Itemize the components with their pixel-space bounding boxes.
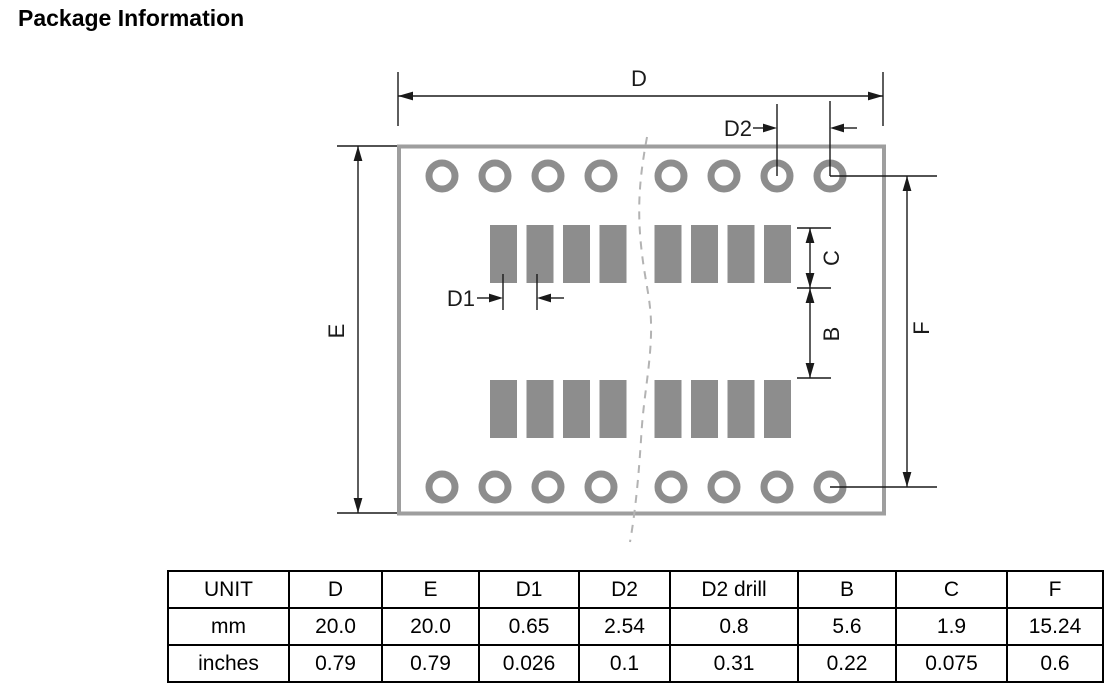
table-row-inches: inches 0.79 0.79 0.026 0.1 0.31 0.22 0.0… bbox=[167, 644, 1104, 683]
smd-pad bbox=[563, 225, 590, 283]
smd-pad bbox=[654, 225, 682, 283]
smd-pad bbox=[526, 225, 554, 283]
smd-pad bbox=[599, 380, 627, 438]
via-hole bbox=[531, 159, 565, 193]
dimension-d2 bbox=[753, 101, 857, 176]
table-header-cell: D2 drill bbox=[669, 570, 799, 609]
smd-pad bbox=[654, 380, 682, 438]
smd-pad bbox=[727, 225, 755, 283]
smd-pad bbox=[764, 225, 791, 283]
table-cell: 20.0 bbox=[288, 607, 383, 646]
smd-pad bbox=[490, 225, 517, 283]
table-cell: 0.22 bbox=[797, 644, 897, 683]
dimension-f-label: F bbox=[909, 321, 934, 334]
smd-pad bbox=[526, 380, 554, 438]
table-header-cell: D1 bbox=[478, 570, 580, 609]
smd-pad bbox=[691, 225, 718, 283]
via-hole bbox=[654, 159, 688, 193]
via-hole bbox=[654, 470, 688, 504]
smd-pad bbox=[764, 380, 791, 438]
via-hole bbox=[760, 470, 794, 504]
smd-pad bbox=[727, 380, 755, 438]
via-holes-top bbox=[425, 159, 847, 193]
table-cell: 0.1 bbox=[578, 644, 671, 683]
dimension-d1-label: D1 bbox=[447, 286, 475, 311]
table-cell: 1.9 bbox=[895, 607, 1008, 646]
dimension-e bbox=[337, 145, 397, 514]
smd-pad bbox=[563, 380, 590, 438]
via-hole bbox=[425, 159, 459, 193]
table-cell: 2.54 bbox=[578, 607, 671, 646]
dimension-e-label: E bbox=[324, 324, 349, 339]
break-line bbox=[629, 136, 653, 543]
package-drawing: D E F D2 D1 bbox=[324, 66, 937, 543]
dimension-b-label: B bbox=[819, 327, 844, 342]
dimension-b bbox=[797, 288, 831, 379]
table-header-cell: C bbox=[895, 570, 1008, 609]
table-cell: 0.6 bbox=[1006, 644, 1104, 683]
table-header-cell: B bbox=[797, 570, 897, 609]
table-cell: 5.6 bbox=[797, 607, 897, 646]
dimension-c bbox=[797, 227, 831, 289]
dimension-d2-label: D2 bbox=[724, 116, 752, 141]
smd-pad bbox=[599, 225, 627, 283]
via-hole bbox=[478, 470, 512, 504]
table-cell: mm bbox=[167, 607, 290, 646]
smd-pad bbox=[691, 380, 718, 438]
table-header-cell: E bbox=[381, 570, 480, 609]
table-header-row: UNIT D E D1 D2 D2 drill B C F bbox=[167, 570, 1104, 609]
via-hole bbox=[478, 159, 512, 193]
via-hole bbox=[531, 470, 565, 504]
dimension-d-label: D bbox=[631, 66, 647, 91]
table-header-cell: D2 bbox=[578, 570, 671, 609]
smd-pad bbox=[490, 380, 517, 438]
table-row-mm: mm 20.0 20.0 0.65 2.54 0.8 5.6 1.9 15.24 bbox=[167, 607, 1104, 646]
table-cell: 0.79 bbox=[288, 644, 383, 683]
via-holes-bottom bbox=[425, 470, 847, 504]
dimension-f bbox=[830, 175, 937, 488]
via-hole bbox=[584, 470, 618, 504]
table-cell: 0.8 bbox=[669, 607, 799, 646]
smd-pads-lower bbox=[490, 380, 791, 438]
table-cell: 15.24 bbox=[1006, 607, 1104, 646]
table-header-cell: F bbox=[1006, 570, 1104, 609]
table-cell: 0.79 bbox=[381, 644, 480, 683]
dimension-d bbox=[397, 72, 884, 126]
table-cell: 0.31 bbox=[669, 644, 799, 683]
smd-pads-upper bbox=[490, 225, 791, 283]
table-cell: 0.026 bbox=[478, 644, 580, 683]
via-hole bbox=[425, 470, 459, 504]
table-cell: 20.0 bbox=[381, 607, 480, 646]
table-cell: 0.075 bbox=[895, 644, 1008, 683]
via-hole bbox=[584, 159, 618, 193]
table-header-cell: UNIT bbox=[167, 570, 290, 609]
dimension-c-label: C bbox=[819, 250, 844, 266]
package-outline bbox=[397, 144, 886, 516]
via-hole bbox=[707, 470, 741, 504]
table-cell: 0.65 bbox=[478, 607, 580, 646]
via-hole bbox=[707, 159, 741, 193]
dimension-d1 bbox=[477, 274, 564, 310]
dimensions-table: UNIT D E D1 D2 D2 drill B C F mm 20.0 20… bbox=[167, 570, 1104, 683]
page-title: Package Information bbox=[18, 5, 245, 31]
table-header-cell: D bbox=[288, 570, 383, 609]
table-cell: inches bbox=[167, 644, 290, 683]
